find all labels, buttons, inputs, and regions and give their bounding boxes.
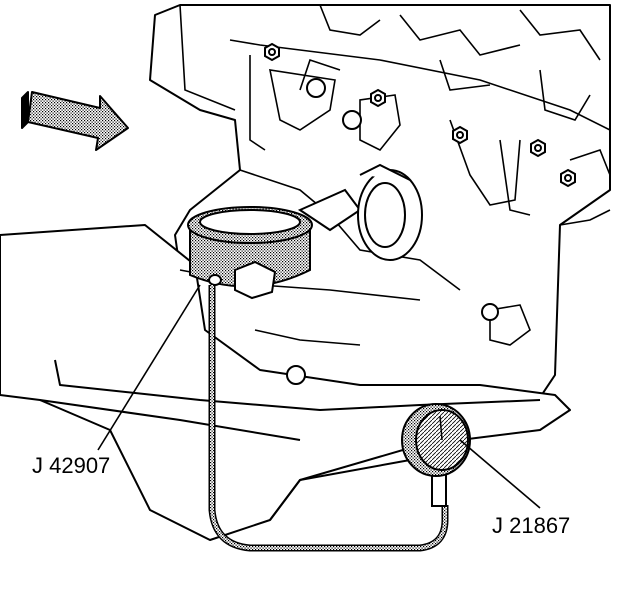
pressure-gauge	[401, 403, 471, 507]
callout-adapter: J 42907	[32, 453, 111, 478]
bolt	[560, 168, 576, 188]
bolt	[530, 138, 546, 158]
callout-gauge: J 21867	[492, 513, 571, 538]
leader-adapter	[97, 284, 201, 451]
bolt	[370, 88, 386, 108]
bolt	[264, 42, 280, 62]
bolt-hole	[286, 365, 306, 385]
leader-gauge	[459, 439, 541, 509]
bolt-hole	[481, 303, 499, 321]
bolt	[452, 125, 468, 145]
bolt-hole	[342, 110, 362, 130]
adapter-tool	[187, 206, 313, 300]
bolt-hole	[306, 78, 326, 98]
view-direction-arrow-icon	[21, 91, 129, 151]
